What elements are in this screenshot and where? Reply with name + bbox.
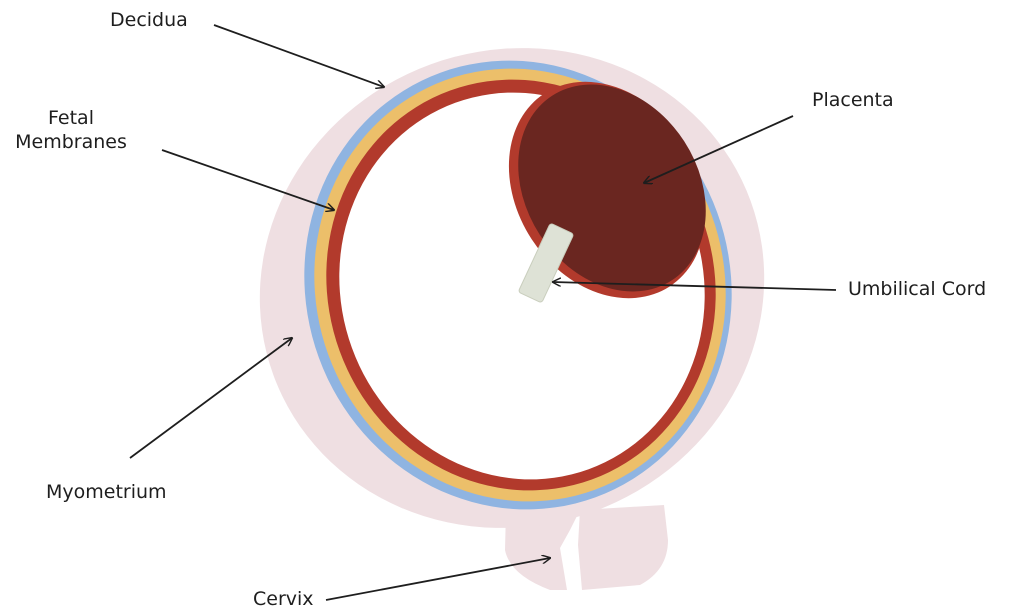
decidua-arrow	[214, 25, 384, 87]
decidua-label: Decidua	[110, 8, 188, 32]
umbilical-cord-label: Umbilical Cord	[848, 277, 986, 301]
cervix-arrow	[326, 558, 550, 600]
fetal-membranes-label-line1: Fetal	[10, 106, 132, 130]
myometrium-arrow	[130, 338, 292, 458]
myometrium-label: Myometrium	[46, 480, 167, 504]
placenta-label: Placenta	[812, 88, 894, 112]
cervix-label: Cervix	[253, 587, 314, 611]
cervix-right-lobe	[578, 505, 668, 590]
fetal-membranes-label-line2: Membranes	[10, 130, 132, 154]
fetal-membranes-label: Fetal Membranes	[10, 106, 132, 154]
